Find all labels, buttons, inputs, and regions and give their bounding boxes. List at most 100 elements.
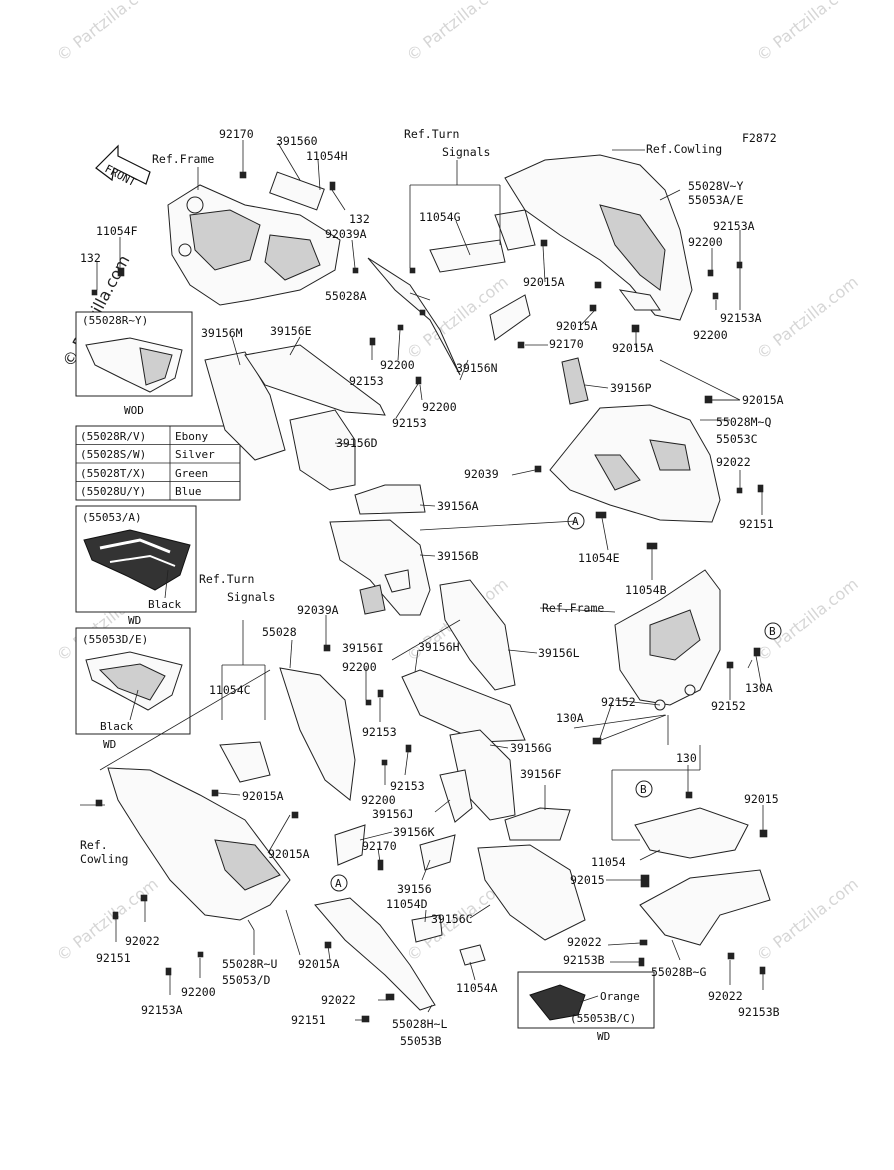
part-label: 55028V~Y bbox=[688, 179, 743, 193]
part-label: 92200 bbox=[688, 235, 723, 249]
watermark: © Partzilla.com bbox=[403, 0, 512, 65]
part-label: 92200 bbox=[361, 793, 396, 807]
inset-tag-a: WD bbox=[128, 614, 141, 627]
bracket-11054 bbox=[634, 807, 749, 859]
ref-turn-signals-mid-2: Signals bbox=[227, 590, 275, 604]
ref-cowling-left-2: Cowling bbox=[80, 852, 128, 866]
pad-39156 bbox=[419, 834, 456, 871]
figure-code: F2872 bbox=[742, 131, 777, 145]
part-label: 92153 bbox=[392, 416, 427, 430]
inset-title-a: (55053/A) bbox=[82, 511, 142, 524]
part-label: 130A bbox=[556, 711, 584, 725]
lower-cowl-55028h-l bbox=[314, 897, 436, 1011]
inset-color-d-e: Black bbox=[100, 720, 133, 733]
color-name: Silver bbox=[175, 448, 215, 461]
color-name: Ebony bbox=[175, 430, 208, 443]
watermark: © Partzilla.com bbox=[53, 0, 162, 65]
part-label: 39156I bbox=[342, 641, 384, 655]
inset-title-d-e: (55053D/E) bbox=[82, 633, 148, 646]
color-table: (55028R/V) Ebony (55028S/W) Silver (5502… bbox=[75, 425, 241, 501]
part-label: 39156N bbox=[456, 361, 498, 375]
part-label: 55028H~L bbox=[392, 1017, 447, 1031]
part-label: 92015A bbox=[268, 847, 310, 861]
bracket-11054d bbox=[411, 914, 443, 943]
pad-39156a bbox=[354, 484, 426, 515]
part-label: 92200 bbox=[181, 985, 216, 999]
pad-39156k bbox=[334, 824, 366, 866]
part-label: 92200 bbox=[342, 660, 377, 674]
part-label: 92151 bbox=[96, 951, 131, 965]
pad-39156m bbox=[204, 351, 286, 461]
svg-text:B: B bbox=[640, 783, 647, 796]
pad-39156h bbox=[401, 669, 526, 743]
watermark: © Partzilla.com bbox=[753, 0, 862, 65]
part-label: 92153B bbox=[738, 1005, 780, 1019]
part-label: 92153A bbox=[720, 311, 762, 325]
part-label: 39156M bbox=[201, 326, 243, 340]
inset-tag-r-y: WOD bbox=[124, 404, 144, 417]
color-code: (55028U/Y) bbox=[80, 485, 146, 498]
bracket-11054g bbox=[429, 209, 536, 273]
part-label: 92039 bbox=[464, 467, 499, 481]
ref-frame-mid: Ref.Frame bbox=[542, 601, 604, 615]
part-label: 92153 bbox=[362, 725, 397, 739]
part-label: 11054 bbox=[591, 855, 626, 869]
part-label: 39156B bbox=[437, 549, 479, 563]
upper-cowl-55028v-y bbox=[504, 154, 693, 321]
part-label: 92039A bbox=[325, 227, 367, 241]
part-label: 92022 bbox=[708, 989, 743, 1003]
leader-lines bbox=[80, 140, 764, 1021]
part-label: 92022 bbox=[716, 455, 751, 469]
part-label: 92022 bbox=[125, 934, 160, 948]
part-label: 92015 bbox=[744, 792, 779, 806]
part-label: 92170 bbox=[362, 839, 397, 853]
part-label: 55028M~Q bbox=[716, 415, 771, 429]
part-label: 11054F bbox=[96, 224, 138, 238]
inset-tag-d-e: WD bbox=[103, 738, 116, 751]
part-label: 92153B bbox=[563, 953, 605, 967]
part-label: 92015A bbox=[298, 957, 340, 971]
part-label: 55053A/E bbox=[688, 193, 743, 207]
part-label: 92015 bbox=[570, 873, 605, 887]
part-label: 92200 bbox=[380, 358, 415, 372]
pad-39156f bbox=[504, 807, 571, 841]
bracket-39156n bbox=[489, 294, 531, 341]
inset-title-r-y: (55028R~Y) bbox=[82, 314, 148, 327]
part-label: 55053B bbox=[400, 1034, 442, 1048]
panel-55028 bbox=[279, 667, 356, 801]
inset-title-b-c: (55053B/C) bbox=[570, 1012, 636, 1025]
part-label: 92152 bbox=[711, 699, 746, 713]
inset-color-a: Black bbox=[148, 598, 181, 611]
part-label: 132 bbox=[349, 212, 370, 226]
color-code: (55028S/W) bbox=[80, 448, 146, 461]
part-label: 92015A bbox=[612, 341, 654, 355]
ref-frame-label-top: Ref.Frame bbox=[152, 152, 214, 166]
part-label: 39156G bbox=[510, 741, 552, 755]
color-code: (55028T/X) bbox=[80, 467, 146, 480]
part-label: 92022 bbox=[567, 935, 602, 949]
part-label: 55028B~G bbox=[651, 965, 706, 979]
callout-a-lower: A bbox=[330, 874, 348, 892]
part-label: 132 bbox=[80, 251, 101, 265]
part-label: 92022 bbox=[321, 993, 356, 1007]
callout-b-lower: B bbox=[635, 780, 653, 798]
middle-cowl-55028m-q bbox=[549, 404, 721, 523]
part-label: 39156P bbox=[610, 381, 652, 395]
watermark: © Partzilla.com bbox=[753, 272, 862, 363]
pad-39156b bbox=[329, 519, 431, 616]
part-label: 92151 bbox=[739, 517, 774, 531]
bracket-11054a bbox=[459, 944, 486, 966]
part-label: 11054A bbox=[456, 981, 498, 995]
part-label: 39156C bbox=[431, 912, 473, 926]
part-label: 92015A bbox=[242, 789, 284, 803]
part-label: 55028R~U bbox=[222, 957, 277, 971]
part-label: 92200 bbox=[422, 400, 457, 414]
frame-assembly-right bbox=[614, 569, 721, 711]
part-label: 92152 bbox=[601, 695, 636, 709]
watermark: © Partzilla.com bbox=[753, 874, 862, 965]
part-label: 39156J bbox=[372, 807, 414, 821]
ref-cowling-left-1: Ref. bbox=[80, 838, 108, 852]
part-label: 391560 bbox=[276, 134, 318, 148]
svg-text:A: A bbox=[335, 877, 342, 890]
part-number-labels: 92170 391560 11054H 132 92039A 11054F 13… bbox=[80, 127, 784, 1048]
